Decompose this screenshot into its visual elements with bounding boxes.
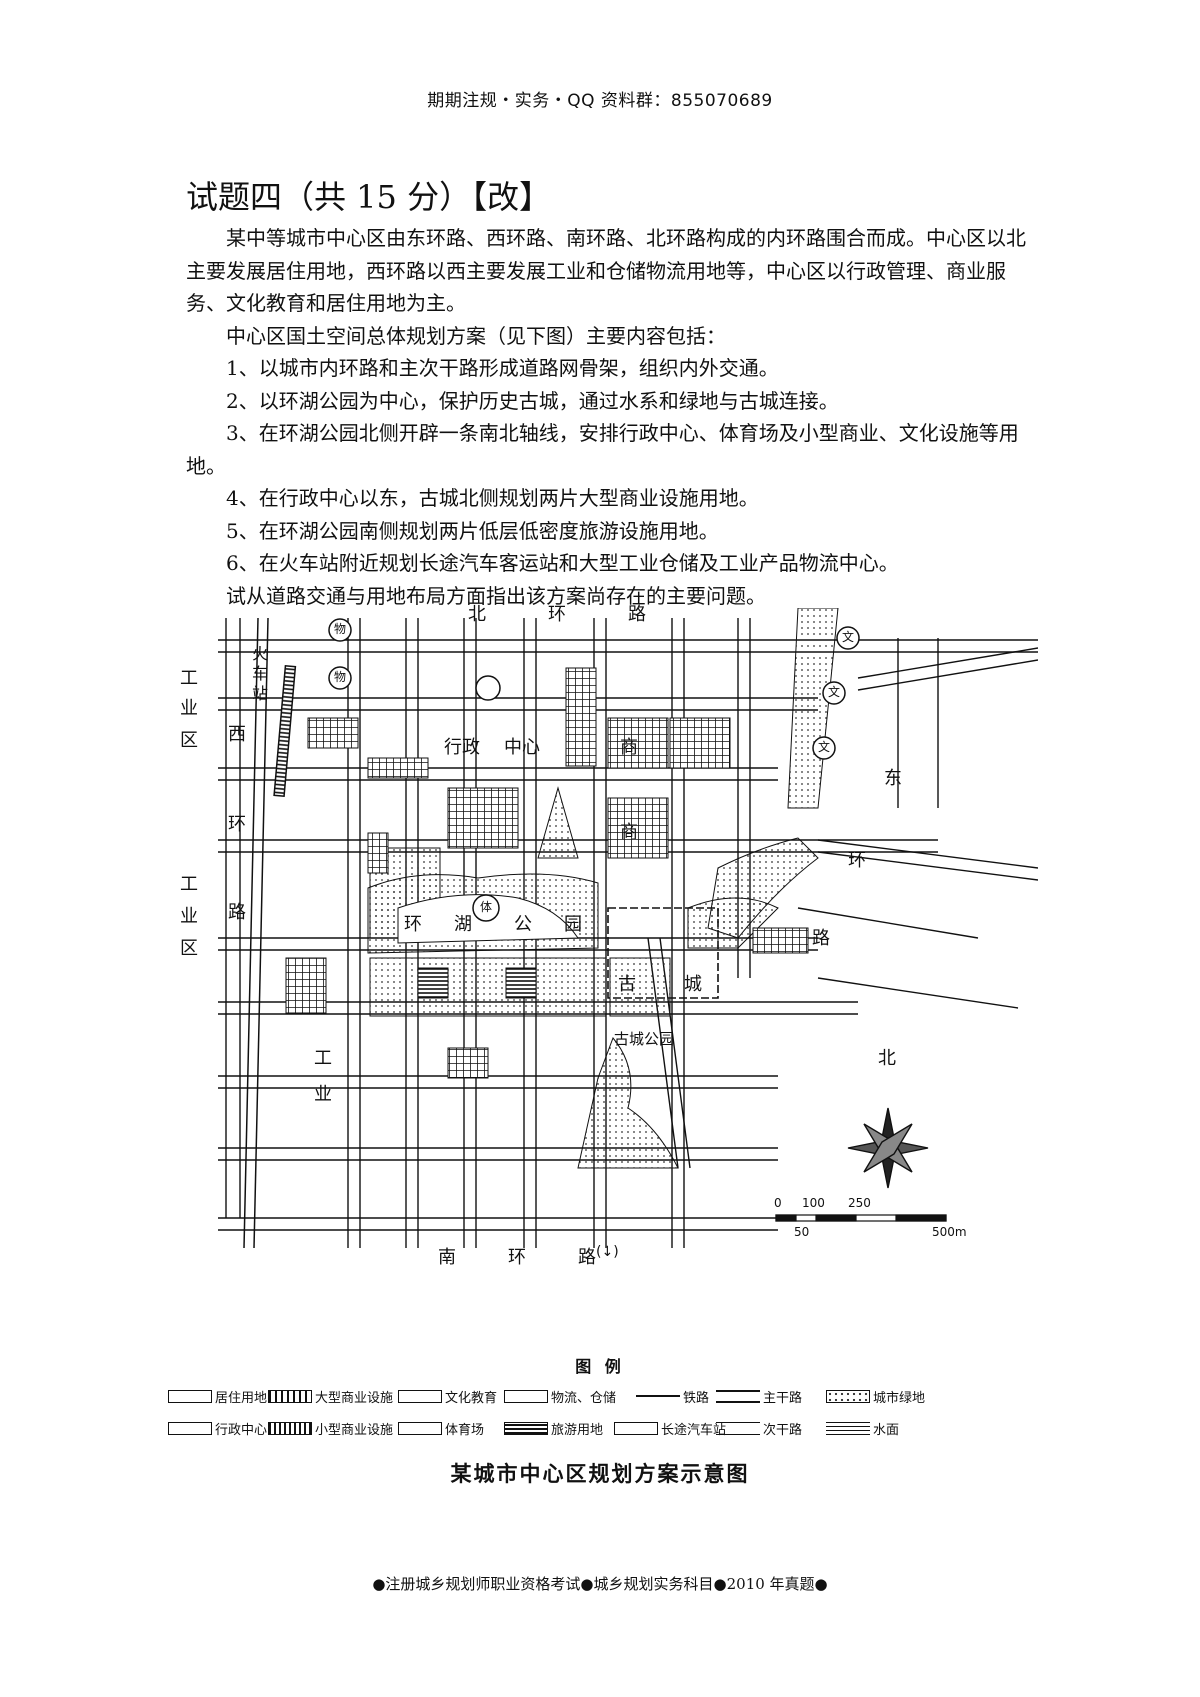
map-caption: 某城市中心区规划方案示意图 <box>450 1462 750 1486</box>
industry-south-1: 工 <box>314 1048 332 1069</box>
legend-residential: 居住用地 <box>168 1386 267 1406</box>
item-2: 2、以环湖公园为中心，保护历史古城，通过水系和绿地与古城连接。 <box>226 388 839 413</box>
legend-bus-station: 长途汽车站 <box>614 1418 726 1438</box>
item-5: 5、在环湖公园南侧规划两片低层低密度旅游设施用地。 <box>226 518 719 543</box>
legend-culture: 文化教育 <box>398 1386 497 1406</box>
commerce-label-1: 商 <box>620 737 638 758</box>
lead-paragraph: 中心区国土空间总体规划方案（见下图）主要内容包括： <box>226 323 726 348</box>
industry-label-1: 工 <box>180 668 198 689</box>
wu-symbol-1: 物 <box>334 622 347 636</box>
question-body: 某中等城市中心区由东环路、西环路、南环路、北环路构成的内环路围合而成。中心区以北… <box>186 222 1032 612</box>
industry-label-2: 业 <box>180 698 198 719</box>
legend-green: 城市绿地 <box>826 1386 925 1406</box>
legend-main-road: 主干路 <box>716 1386 802 1406</box>
lake-park-2: 湖 <box>454 914 472 935</box>
lake-park-3: 公 <box>514 914 532 935</box>
south-ring-mark: (↓) <box>596 1244 619 1260</box>
item-1: 1、以城市内环路和主次干路形成道路网骨架，组织内外交通。 <box>226 356 779 380</box>
wen-symbol-3: 文 <box>818 740 831 754</box>
wen-symbol-1: 文 <box>842 630 855 644</box>
legend-railway: 铁路 <box>636 1386 709 1406</box>
legend-admin: 行政中心 <box>168 1418 267 1438</box>
wen-symbol-2: 文 <box>828 685 841 699</box>
old-city-2: 城 <box>684 974 702 995</box>
legend-logistics: 物流、仓储 <box>504 1386 616 1406</box>
scale-tick-0: 0 <box>774 1196 782 1210</box>
item-3: 3、在环湖公园北侧开辟一条南北轴线，安排行政中心、体育场及小型商业、文化设施等用… <box>186 421 1019 478</box>
north-ring-char-1: 北 <box>468 604 486 625</box>
question-prompt: 试从道路交通与用地布局方面指出该方案尚存在的主要问题。 <box>226 583 766 608</box>
west-ring-char-1: 西 <box>228 724 246 745</box>
page-header: 期期注规・实务・QQ 资料群：855070689 <box>427 91 773 111</box>
north-arrow-label: 北 <box>878 1048 896 1069</box>
commerce-label-2: 商 <box>620 822 638 843</box>
west-ring-char-2: 环 <box>228 814 246 835</box>
east-ring-char-3: 路 <box>812 928 830 949</box>
south-ring-char-1: 南 <box>438 1247 456 1268</box>
station-char-1: 火 <box>252 644 269 663</box>
scale-tick-100: 100 <box>802 1196 825 1210</box>
page-footer: ●注册城乡规划师职业资格考试●城乡规划实务科目●2010 年真题● <box>372 1575 828 1593</box>
scale-tick-250: 250 <box>848 1196 871 1210</box>
industry-south-2: 业 <box>314 1084 332 1105</box>
west-ring-char-3: 路 <box>228 902 246 923</box>
legend-secondary-road: 次干路 <box>716 1418 802 1438</box>
station-char-3: 站 <box>252 684 269 703</box>
legend-large-commerce: 大型商业设施 <box>268 1386 393 1406</box>
north-ring-char-2: 环 <box>548 604 566 625</box>
south-ring-char-2: 环 <box>508 1247 526 1268</box>
scale-tick-50: 50 <box>794 1225 810 1239</box>
legend-small-commerce: 小型商业设施 <box>268 1418 393 1438</box>
admin-label-1: 行政 <box>444 737 480 758</box>
admin-label-2: 中心 <box>504 737 540 758</box>
industry-mid-3: 区 <box>180 938 198 959</box>
legend-stadium: 体育场 <box>398 1418 484 1438</box>
map-drawing <box>218 608 1038 1249</box>
question-title: 试题四（共 15 分）【改】 <box>186 178 552 216</box>
lake-park-4: 园 <box>564 914 582 935</box>
north-ring-char-3: 路 <box>628 604 646 625</box>
ti-symbol: 体 <box>480 900 493 914</box>
scale-tick-500: 500m <box>932 1225 967 1239</box>
industry-mid-1: 工 <box>180 874 198 895</box>
wu-symbol-2: 物 <box>334 670 347 684</box>
industry-label-3: 区 <box>180 730 198 751</box>
industry-mid-2: 业 <box>180 906 198 927</box>
east-ring-char-2: 环 <box>848 850 866 871</box>
item-4: 4、在行政中心以东，古城北侧规划两片大型商业设施用地。 <box>226 486 759 510</box>
planning-map: 北 环 路 南 环 路 (↓) 西 环 路 东 环 路 工 业 区 工 业 区 … <box>180 604 1038 1298</box>
old-city-1: 古 <box>618 974 636 995</box>
intro-paragraph: 某中等城市中心区由东环路、西环路、南环路、北环路构成的内环路围合而成。中心区以北… <box>186 226 1026 315</box>
legend-title: 图 例 <box>575 1357 625 1376</box>
station-char-2: 车 <box>252 664 269 683</box>
item-6: 6、在火车站附近规划长途汽车客运站和大型工业仓储及工业产品物流中心。 <box>226 551 899 575</box>
old-city-park: 古城公园 <box>614 1030 675 1048</box>
legend-water: 水面 <box>826 1418 899 1438</box>
east-ring-char-1: 东 <box>884 768 902 789</box>
south-ring-char-3: 路 <box>578 1247 596 1268</box>
legend-tourism: 旅游用地 <box>504 1418 603 1438</box>
lake-park-1: 环 <box>404 914 422 935</box>
